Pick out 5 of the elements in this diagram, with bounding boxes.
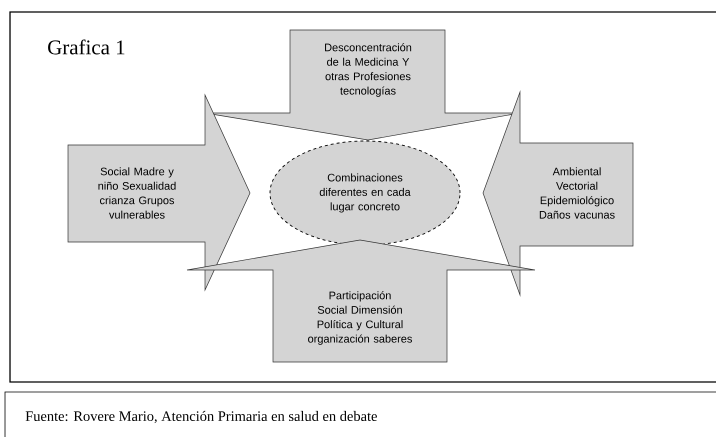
pointed-text-box: Ambiental Vectorial Epidemiológico Daños vacunas [482, 90, 634, 297]
pointed-text-box: Desconcentración de la Medicina Y otras Profesiones tecnologías [204, 30, 520, 140]
figure-title: Grafica 1 [48, 40, 124, 54]
pointed-text-box: Social Madre y niño Sexualidad crianza Grupos vulnerables [68, 93, 250, 292]
source-note: Fuente: Rovere Mario, Atención Primaria en salud en debate [26, 410, 377, 424]
